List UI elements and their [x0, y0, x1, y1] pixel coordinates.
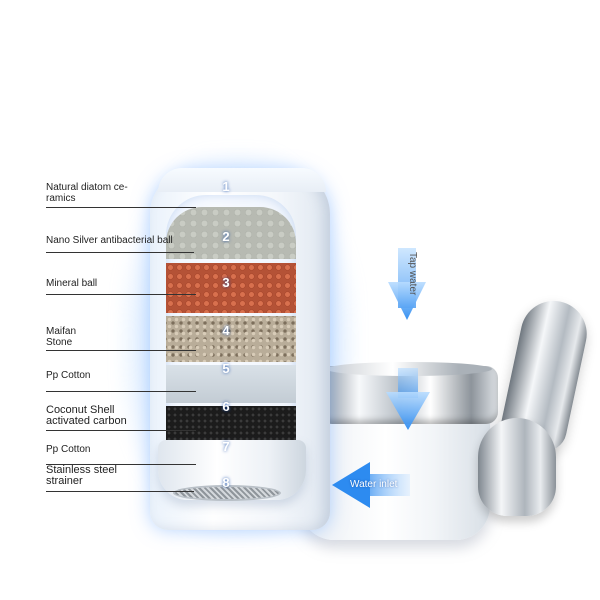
layer-number-8: 8	[216, 474, 236, 494]
layer-pp-cotton-1	[166, 365, 296, 403]
layer-number-5: 5	[216, 360, 236, 380]
layer-number-1: 1	[216, 178, 236, 198]
leader-line-2	[46, 252, 194, 253]
label-maifan-stone: Maifan Stone	[46, 326, 77, 348]
layer-nano-silver	[166, 207, 296, 259]
label-mineral-ball: Mineral ball	[46, 278, 98, 289]
water-inlet-label: Water inlet	[350, 479, 398, 490]
label-pp-cotton-2: Pp Cotton	[46, 444, 91, 455]
switch-knob	[478, 418, 556, 516]
layer-maifan-stone	[166, 316, 296, 362]
layer-number-7: 7	[216, 438, 236, 458]
purifier-cap	[158, 168, 326, 192]
leader-line-7	[46, 464, 196, 465]
leader-line-8	[46, 491, 194, 492]
leader-line-6	[46, 430, 196, 431]
layer-number-3: 3	[216, 274, 236, 294]
layer-mineral-ball	[166, 263, 296, 313]
stainless-strainer	[175, 487, 279, 499]
label-pp-cotton-1: Pp Cotton	[46, 370, 91, 381]
leader-line-5	[46, 391, 196, 392]
label-activated-carbon: Coconut Shell activated carbon	[46, 404, 127, 427]
label-diatom-ceramics: Natural diatom ce- ramics	[46, 182, 128, 204]
tap-water-arrow	[386, 248, 430, 430]
leader-line-3	[46, 294, 196, 295]
layer-number-4: 4	[216, 322, 236, 342]
leader-line-4	[46, 350, 196, 351]
water-inlet-arrow	[332, 462, 410, 508]
leader-line-1	[46, 207, 196, 208]
label-stainless-strainer: Stainless steel strainer	[46, 464, 117, 487]
label-nano-silver: Nano Silver antibacterial ball	[46, 235, 173, 246]
layer-number-6: 6	[216, 398, 236, 418]
tap-water-label: Tap water	[407, 252, 418, 296]
layer-number-2: 2	[216, 228, 236, 248]
